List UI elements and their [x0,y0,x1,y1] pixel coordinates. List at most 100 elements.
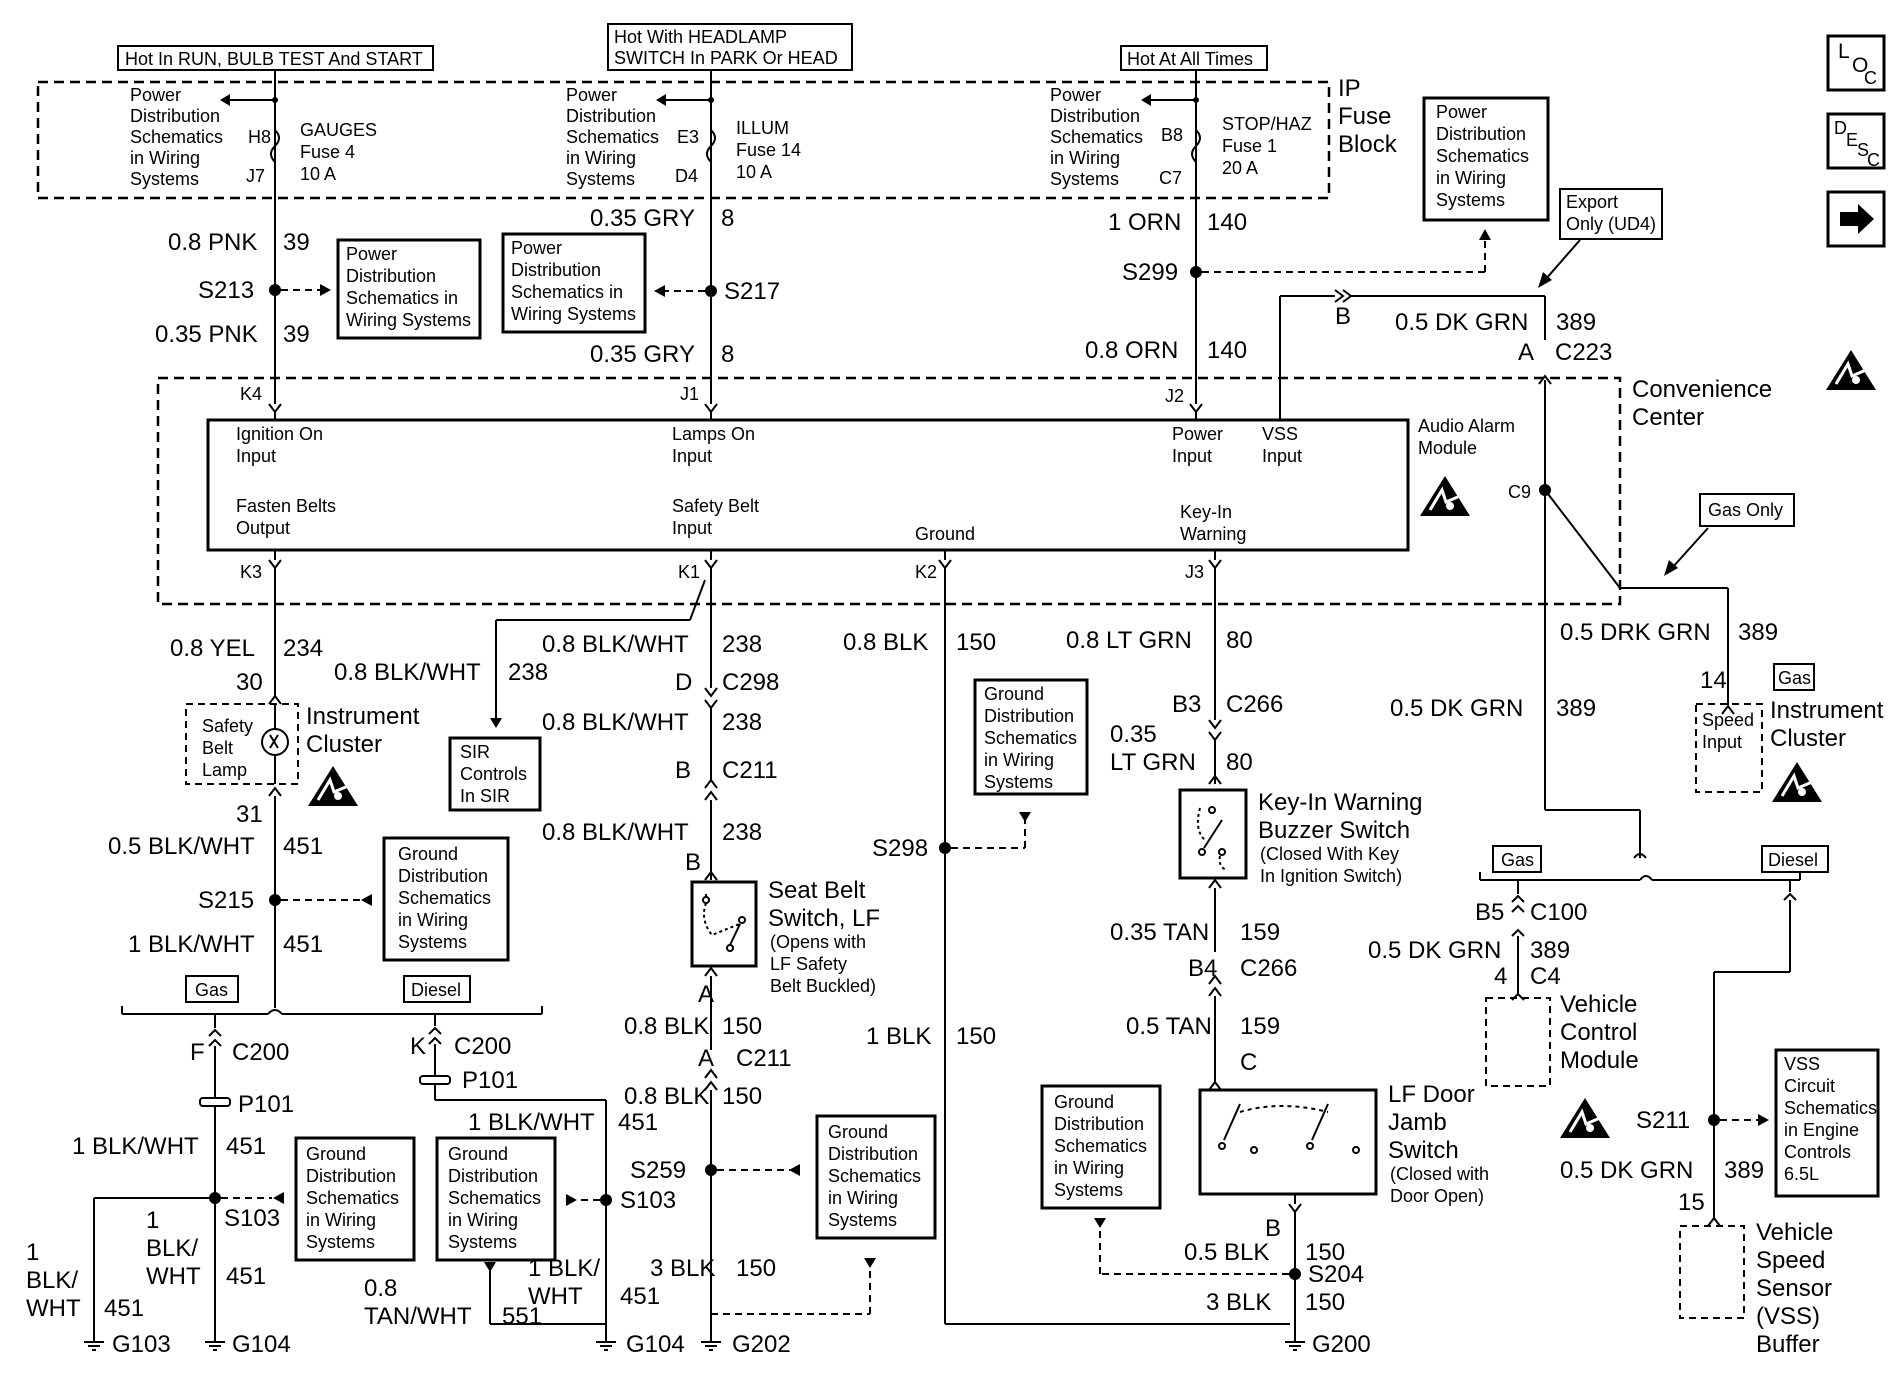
svg-text:Systems: Systems [130,169,199,189]
pin-k1 [704,559,718,570]
svg-text:in Wiring: in Wiring [1054,1158,1124,1178]
hot-with-headlamp-label: Hot With HEADLAMP SWITCH In PARK Or HEAD [607,23,853,71]
svg-text:K: K [410,1033,426,1060]
svg-text:A: A [698,1045,714,1072]
svg-text:1 BLK/WHT: 1 BLK/WHT [128,931,255,958]
desc-icon[interactable]: D E S C [1826,112,1886,170]
pds-gauges: Power Distribution Schematics in Wiring … [130,85,223,189]
right-arrow-icon[interactable] [1826,190,1886,248]
svg-text:VSS: VSS [1262,424,1298,444]
svg-text:Ground: Ground [1054,1092,1114,1112]
svg-text:WHT: WHT [26,1295,81,1322]
svg-text:Gas: Gas [1778,668,1811,688]
svg-text:Schematics: Schematics [1054,1136,1147,1156]
svg-text:Systems: Systems [448,1232,517,1252]
svg-text:Switch: Switch [1388,1137,1459,1164]
svg-text:0.5 BLK/WHT: 0.5 BLK/WHT [108,833,255,860]
svg-text:S: S [1857,140,1869,160]
svg-text:Schematics: Schematics [1784,1098,1877,1118]
svg-text:in Wiring: in Wiring [306,1210,376,1230]
vss-circuit-right: C9 0.5 DRK GRN 389 0.5 DK GRN 389 [1390,374,1778,810]
svg-text:Fuse 14: Fuse 14 [736,140,801,160]
svg-text:ILLUM: ILLUM [736,118,789,138]
circuit-140-bottom: 140 [1207,337,1247,364]
loc-icon[interactable]: L O C [1826,34,1886,92]
svg-text:451: 451 [226,1263,266,1290]
svg-text:Schematics: Schematics [1050,127,1143,147]
pin-k4 [268,403,282,414]
svg-text:(Opens with: (Opens with [770,932,866,952]
svg-text:S213: S213 [198,277,254,304]
svg-text:Ground: Ground [828,1122,888,1142]
svg-text:0.5 DRK GRN: 0.5 DRK GRN [1560,619,1711,646]
svg-text:B: B [1335,303,1351,330]
svg-text:Schematics: Schematics [566,127,659,147]
svg-text:150: 150 [1305,1239,1345,1266]
door-jamb-switch-label: LF Door Jamb Switch (Closed with Door Op… [1388,1081,1489,1206]
svg-text:389: 389 [1724,1157,1764,1184]
safety-belt-circuit: 0.8 BLK/WHT 238 0.8 BLK/WHT 238 D C298 0… [334,568,876,1358]
svg-text:Distribution: Distribution [828,1144,918,1164]
svg-text:Switch, LF: Switch, LF [768,905,880,932]
svg-text:B: B [675,757,691,784]
svg-text:551: 551 [502,1303,542,1330]
seat-belt-switch-label: Seat Belt Switch, LF (Opens with LF Safe… [768,877,880,996]
svg-text:C211: C211 [736,1045,792,1072]
svg-text:BLK/: BLK/ [146,1235,198,1262]
svg-text:Ground: Ground [984,684,1044,704]
svg-text:Key-In: Key-In [1180,502,1232,522]
gds-box-s298: Ground Distribution Schematics in Wiring… [973,678,1089,796]
vss-buffer-circuit: S211 0.5 DK GRN 389 15 Vehicle Speed Sen… [1560,880,1833,1358]
svg-text:Control: Control [1560,1019,1637,1046]
svg-text:Schematics: Schematics [448,1188,541,1208]
svg-text:30: 30 [236,669,263,696]
svg-text:1: 1 [26,1239,39,1266]
hot-in-run-label: Hot In RUN, BULB TEST And START [117,45,434,71]
pin-j1 [704,403,718,414]
audio-alarm-module-label: Audio Alarm Module [1418,416,1515,458]
svg-text:150: 150 [722,1013,762,1040]
vss-wire: B 0.5 DK GRN 389 A C223 [1279,289,1612,420]
svg-text:Fuse: Fuse [1338,103,1391,130]
svg-text:Belt: Belt [202,738,233,758]
svg-text:C200: C200 [454,1033,511,1060]
svg-text:Diesel: Diesel [411,980,461,1000]
connector-j3: J3 [1185,562,1204,582]
svg-text:451: 451 [620,1283,660,1310]
svg-text:Lamp: Lamp [202,760,247,780]
fuse-illum: E3 D4 ILLUM Fuse 14 10 A [656,70,801,404]
circuit-8-top: 8 [721,205,734,232]
svg-text:Seat Belt: Seat Belt [768,877,866,904]
svg-text:L: L [1838,40,1850,63]
svg-text:TAN/WHT: TAN/WHT [364,1303,472,1330]
svg-text:14: 14 [1700,667,1727,694]
svg-text:0.5 DK GRN: 0.5 DK GRN [1390,695,1523,722]
svg-text:SWITCH In PARK Or HEAD: SWITCH In PARK Or HEAD [614,48,838,68]
svg-text:451: 451 [104,1295,144,1322]
svg-text:Distribution: Distribution [1054,1114,1144,1134]
svg-text:6.5L: 6.5L [1784,1164,1819,1184]
svg-text:(Closed With Key: (Closed With Key [1260,844,1399,864]
svg-text:Diesel: Diesel [1768,850,1818,870]
svg-text:Input: Input [672,518,712,538]
svg-text:E: E [1846,130,1858,150]
svg-text:Systems: Systems [1050,169,1119,189]
svg-text:Distribution: Distribution [1436,124,1526,144]
svg-text:S103: S103 [620,1187,676,1214]
svg-text:G104: G104 [232,1331,291,1358]
svg-text:238: 238 [508,659,548,686]
svg-text:Cluster: Cluster [1770,725,1846,752]
svg-text:238: 238 [722,631,762,658]
svg-text:Systems: Systems [1436,190,1505,210]
connector-k4: K4 [240,384,262,404]
svg-text:C9: C9 [1508,482,1531,502]
svg-text:Speed: Speed [1702,710,1754,730]
svg-text:Distribution: Distribution [306,1166,396,1186]
wire-label-gry-top: 0.35 GRY [590,205,695,232]
svg-text:10 A: 10 A [300,164,336,184]
gas-branch-g103-g104: F C200 P101 1 BLK/WHT 451 S103 1 BLK/ WH… [26,1014,294,1358]
svg-text:S204: S204 [1308,1261,1364,1288]
svg-text:Systems: Systems [398,932,467,952]
svg-text:Block: Block [1338,131,1398,158]
svg-text:0.35 TAN: 0.35 TAN [1110,919,1209,946]
